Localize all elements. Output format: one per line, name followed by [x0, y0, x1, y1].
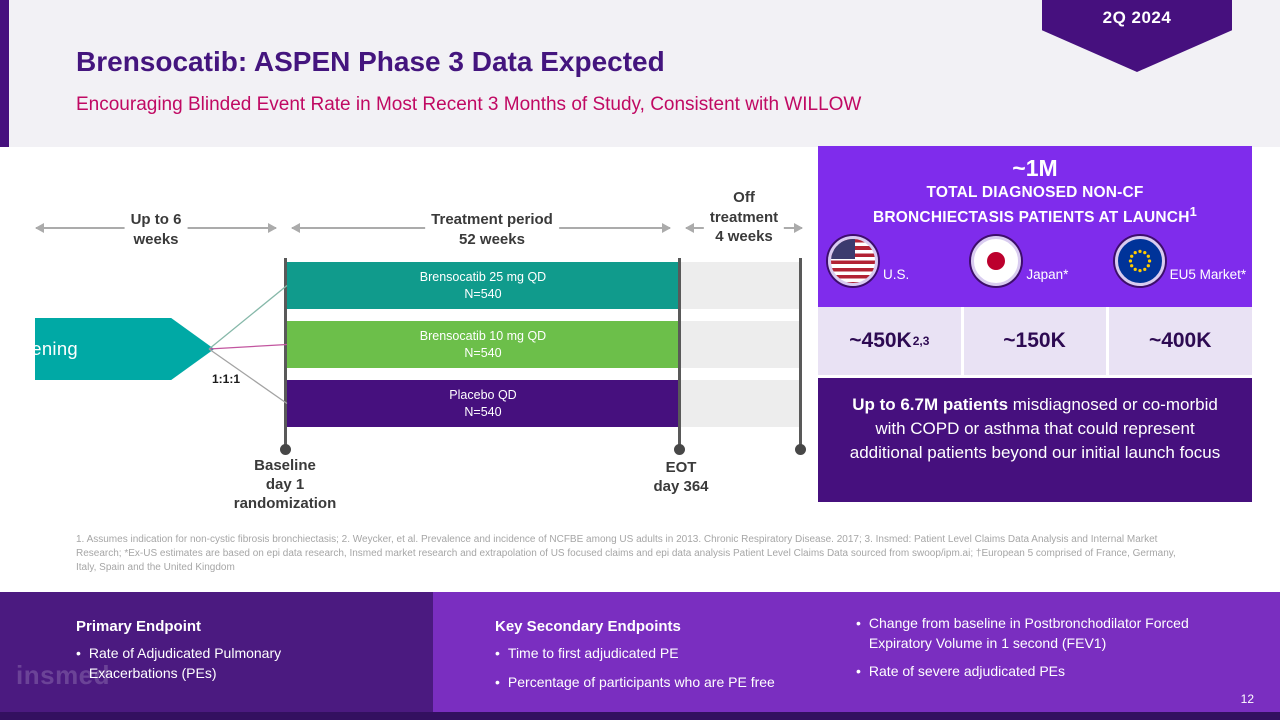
arm-bar-brensocatib-25: Brensocatib 25 mg QD N=540: [287, 262, 679, 309]
list-item: • Rate of Adjudicated Pulmonary Exacerbat…: [76, 644, 366, 683]
screening-chevron: Screening: [35, 318, 215, 380]
market-headline-footnote-marker: 1: [1189, 204, 1197, 219]
footer-bottom-strip: [0, 712, 1280, 720]
arm-row-brensocatib-10: Brensocatib 10 mg QD N=540: [287, 321, 800, 368]
list-item: • Change from baseline in Postbronchodila…: [856, 614, 1246, 653]
eu5-patients-value: ~400K: [1109, 307, 1253, 375]
secondary-endpoints-list: • Time to first adjudicated PE • Percentag…: [495, 644, 840, 701]
arm-row-brensocatib-25: Brensocatib 25 mg QD N=540: [287, 262, 800, 309]
followup-end-dot: [795, 444, 806, 455]
list-item: • Time to first adjudicated PE: [495, 644, 840, 664]
primary-endpoint-item: Rate of Adjudicated Pulmonary Exacerbati…: [88, 645, 282, 681]
market-headline-value: ~1M: [1012, 155, 1058, 181]
region-us-label: U.S.: [883, 267, 910, 283]
randomization-ratio: 1:1:1: [212, 372, 241, 386]
secondary-endpoint-item: Percentage of participants who are PE fr…: [507, 673, 775, 690]
market-headline-line3-text: BRONCHIECTASIS PATIENTS AT LAUNCH: [873, 209, 1190, 227]
secondary-endpoint-item: Rate of severe adjudicated PEs: [868, 663, 1066, 680]
us-flag-canton: [831, 239, 856, 260]
arm-bar-brensocatib-10: Brensocatib 10 mg QD N=540: [287, 321, 679, 368]
eot-line: [678, 258, 681, 450]
region-eu5: EU5 Market*: [1107, 236, 1250, 290]
us-flag-icon: [828, 236, 878, 287]
region-japan: Japan*: [963, 236, 1106, 290]
primary-endpoint-list: • Rate of Adjudicated Pulmonary Exacerbat…: [76, 644, 366, 692]
arm-bar-placebo: Placebo QD N=540: [287, 380, 679, 427]
market-headline-line2: TOTAL DIAGNOSED NON-CF: [926, 184, 1144, 201]
list-item: • Rate of severe adjudicated PEs: [856, 662, 1246, 682]
region-row: U.S. Japan* EU5 Market*: [818, 236, 1252, 290]
eu5-patients-number: ~400K: [1148, 329, 1212, 352]
secondary-endpoints-title: Key Secondary Endpoints: [495, 618, 681, 635]
baseline-dot: [280, 444, 291, 455]
followup-end-line: [799, 258, 802, 450]
eot-dot: [674, 444, 685, 455]
eot-label: EOT day 364: [653, 459, 709, 495]
market-headline-line3: BRONCHIECTASIS PATIENTS AT LAUNCH1: [818, 204, 1252, 227]
page-title: Brensocatib: ASPEN Phase 3 Data Expected: [76, 46, 665, 77]
baseline-line: [284, 258, 287, 450]
left-accent-bar: [0, 0, 9, 147]
treatment-period-label: Treatment period 52 weeks: [425, 210, 559, 249]
footer-left-block: [0, 592, 433, 712]
japan-patients-number: ~150K: [1003, 329, 1066, 352]
secondary-endpoint-item: Change from baseline in Postbronchodilat…: [868, 615, 1189, 651]
bullet-icon: •: [76, 645, 81, 661]
randomization-connector-lines: [208, 284, 288, 405]
off-treatment-extension: [681, 321, 800, 368]
off-treatment-extension: [681, 262, 800, 309]
region-eu5-label: EU5 Market*: [1169, 267, 1247, 283]
page-subtitle: Encouraging Blinded Event Rate in Most R…: [76, 94, 862, 115]
footer-main-block: [433, 592, 1280, 712]
us-patients-number: ~450K: [849, 329, 912, 352]
market-expansion-note: Up to 6.7M patients misdiagnosed or co-m…: [818, 378, 1252, 502]
list-item: • Percentage of participants who are PE f…: [495, 673, 840, 693]
primary-endpoint-title: Primary Endpoint: [76, 618, 202, 635]
page-number: 12: [1240, 692, 1254, 706]
market-panel-header: ~1M TOTAL DIAGNOSED NON-CF BRONCHIECTASI…: [818, 146, 1252, 307]
bullet-icon: •: [495, 673, 500, 690]
bullet-icon: •: [856, 615, 861, 631]
japan-flag-icon: [971, 236, 1022, 287]
footnote: 1. Assumes indication for non-cystic fib…: [76, 534, 1176, 573]
region-japan-label: Japan*: [1026, 267, 1069, 283]
secondary-endpoint-item: Time to first adjudicated PE: [507, 645, 679, 661]
insmed-logo: insmed: [16, 660, 111, 690]
arm-row-placebo: Placebo QD N=540: [287, 380, 800, 427]
endpoints-footer: Primary Endpoint • Rate of Adjudicated Pu…: [0, 592, 1280, 720]
market-note-lead: Up to 6.7M patients: [852, 395, 1009, 414]
off-treatment-label: Off treatment 4 weeks: [703, 188, 785, 247]
market-note-rest: misdiagnosed or co-morbid with COPD or a…: [849, 395, 1221, 463]
region-us: U.S.: [820, 236, 963, 290]
secondary-endpoints-list-2: • Change from baseline in Postbronchodila…: [856, 614, 1246, 691]
bullet-icon: •: [495, 645, 500, 661]
baseline-label: Baseline day 1 randomization: [233, 457, 337, 512]
us-patients-footnote-marker: 2,3: [912, 334, 930, 348]
pre-period-label: Up to 6 weeks: [124, 210, 188, 249]
eu-flag-icon: [1114, 236, 1165, 287]
japan-patients-value: ~150K: [963, 307, 1107, 375]
bullet-icon: •: [856, 663, 861, 680]
market-panel: ~1M TOTAL DIAGNOSED NON-CF BRONCHIECTASI…: [818, 146, 1253, 502]
off-treatment-extension: [681, 380, 800, 427]
